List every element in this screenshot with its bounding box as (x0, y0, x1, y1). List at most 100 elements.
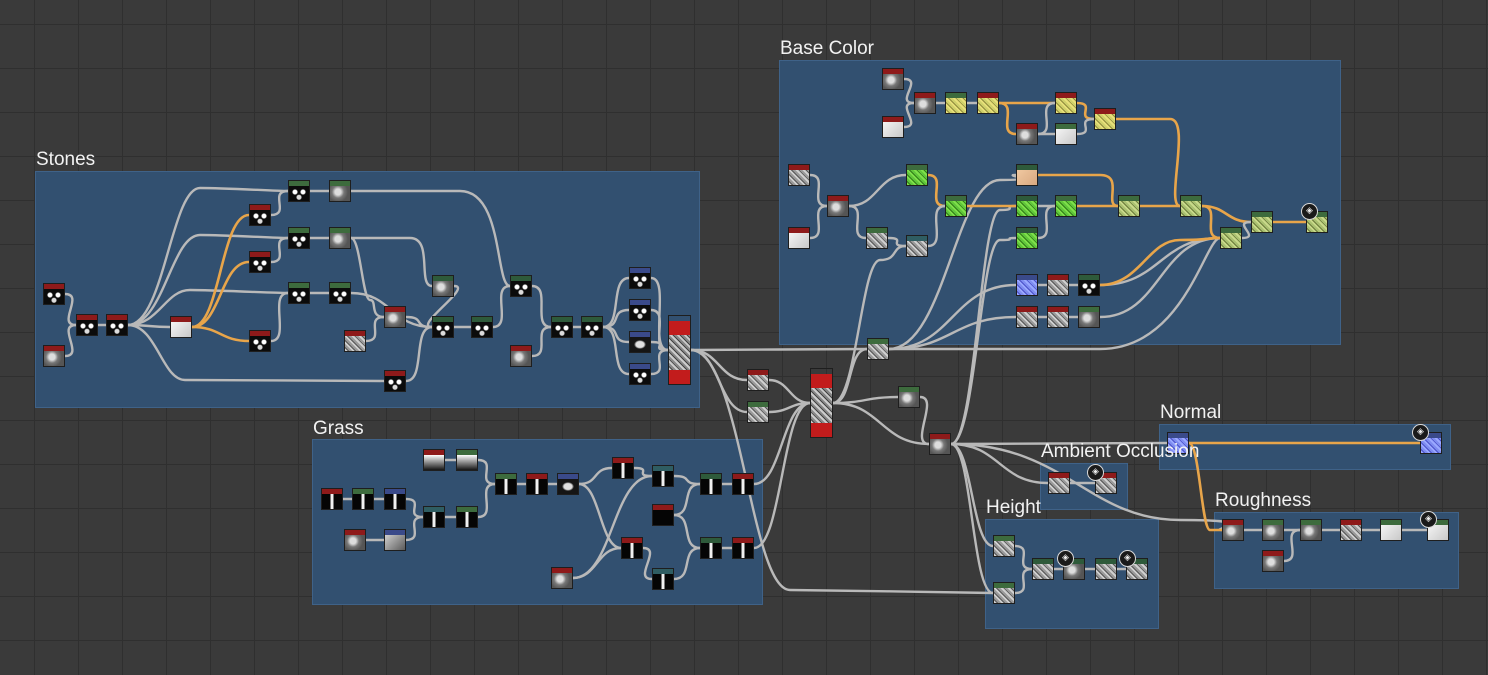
graph-node[interactable] (551, 316, 573, 338)
graph-node[interactable] (977, 92, 999, 114)
graph-node[interactable] (423, 506, 445, 528)
frame-normal[interactable] (1159, 424, 1451, 470)
graph-node[interactable] (557, 473, 579, 495)
graph-node[interactable] (898, 386, 920, 408)
graph-node[interactable] (1016, 123, 1038, 145)
graph-node[interactable] (700, 537, 722, 559)
graph-node[interactable] (495, 473, 517, 495)
graph-node[interactable] (1118, 195, 1140, 217)
graph-node[interactable] (1016, 164, 1038, 186)
graph-node[interactable] (652, 504, 674, 526)
connection-wire[interactable] (831, 347, 869, 405)
graph-node[interactable] (1078, 306, 1100, 328)
graph-node[interactable] (249, 204, 271, 226)
graph-node[interactable] (1262, 519, 1284, 541)
cube-icon[interactable]: ◈ (1420, 511, 1437, 528)
graph-node[interactable] (329, 227, 351, 249)
graph-node[interactable] (249, 330, 271, 352)
graph-node[interactable] (1220, 227, 1242, 249)
graph-node[interactable] (788, 227, 810, 249)
graph-node[interactable] (747, 369, 769, 391)
graph-node[interactable] (612, 457, 634, 479)
graph-node[interactable] (288, 180, 310, 202)
connection-wire[interactable] (767, 378, 812, 405)
graph-node[interactable] (866, 227, 888, 249)
graph-node[interactable] (1222, 519, 1244, 541)
connection-wire[interactable] (767, 401, 812, 414)
graph-node[interactable] (1047, 306, 1069, 328)
cube-icon[interactable]: ◈ (1301, 203, 1318, 220)
graph-node[interactable] (747, 401, 769, 423)
graph-node[interactable] (432, 275, 454, 297)
graph-node[interactable] (882, 116, 904, 138)
graph-node[interactable] (384, 488, 406, 510)
graph-node[interactable] (1078, 274, 1100, 296)
graph-node[interactable] (321, 488, 343, 510)
connection-wire[interactable] (918, 395, 931, 446)
graph-node[interactable] (629, 363, 651, 385)
graph-node[interactable] (1180, 195, 1202, 217)
frame-grass[interactable] (312, 439, 763, 605)
graph-node[interactable] (352, 488, 374, 510)
graph-node[interactable] (1095, 472, 1117, 494)
graph-node[interactable] (344, 529, 366, 551)
graph-node[interactable] (456, 449, 478, 471)
frame-stones[interactable] (35, 171, 700, 408)
graph-node[interactable] (1340, 519, 1362, 541)
graph-node[interactable] (551, 567, 573, 589)
graph-node[interactable] (384, 370, 406, 392)
cube-icon[interactable]: ◈ (1087, 464, 1104, 481)
graph-node[interactable] (906, 164, 928, 186)
graph-node[interactable] (43, 345, 65, 367)
graph-node[interactable] (1032, 558, 1054, 580)
graph-node[interactable] (788, 164, 810, 186)
blend-node[interactable] (810, 368, 833, 438)
graph-node[interactable] (867, 338, 889, 360)
graph-node[interactable] (1055, 123, 1077, 145)
graph-node[interactable] (1055, 195, 1077, 217)
graph-node[interactable] (288, 282, 310, 304)
graph-node[interactable] (43, 283, 65, 305)
connection-wire[interactable] (949, 442, 1050, 485)
graph-node[interactable] (1055, 92, 1077, 114)
graph-node[interactable] (581, 316, 603, 338)
graph-node[interactable] (456, 506, 478, 528)
graph-node[interactable] (1126, 558, 1148, 580)
graph-node[interactable] (384, 529, 406, 551)
graph-node[interactable] (906, 235, 928, 257)
graph-node[interactable] (1300, 519, 1322, 541)
graph-node[interactable] (1047, 274, 1069, 296)
graph-node[interactable] (629, 299, 651, 321)
graph-node[interactable] (827, 195, 849, 217)
graph-node[interactable] (344, 330, 366, 352)
graph-node[interactable] (621, 537, 643, 559)
graph-node[interactable] (882, 68, 904, 90)
graph-node[interactable] (700, 473, 722, 495)
graph-node[interactable] (1427, 519, 1449, 541)
graph-node[interactable] (914, 92, 936, 114)
graph-node[interactable] (1016, 227, 1038, 249)
blend-node[interactable] (668, 315, 691, 385)
graph-node[interactable] (1016, 306, 1038, 328)
connection-wire[interactable] (831, 395, 900, 405)
graph-node[interactable] (993, 582, 1015, 604)
graph-node[interactable] (510, 275, 532, 297)
graph-node[interactable] (423, 449, 445, 471)
graph-node[interactable] (1167, 432, 1189, 454)
graph-node[interactable] (526, 473, 548, 495)
connection-wire[interactable] (831, 401, 931, 446)
graph-node[interactable] (76, 314, 98, 336)
graph-node[interactable] (993, 535, 1015, 557)
connection-wire[interactable] (689, 347, 869, 352)
graph-node[interactable] (1420, 432, 1442, 454)
graph-node[interactable] (170, 316, 192, 338)
graph-node[interactable] (1063, 558, 1085, 580)
graph-node[interactable] (652, 568, 674, 590)
graph-node[interactable] (510, 345, 532, 367)
graph-node[interactable] (1048, 472, 1070, 494)
graph-node[interactable] (945, 195, 967, 217)
graph-node[interactable] (929, 433, 951, 455)
graph-node[interactable] (384, 306, 406, 328)
graph-node[interactable] (629, 331, 651, 353)
